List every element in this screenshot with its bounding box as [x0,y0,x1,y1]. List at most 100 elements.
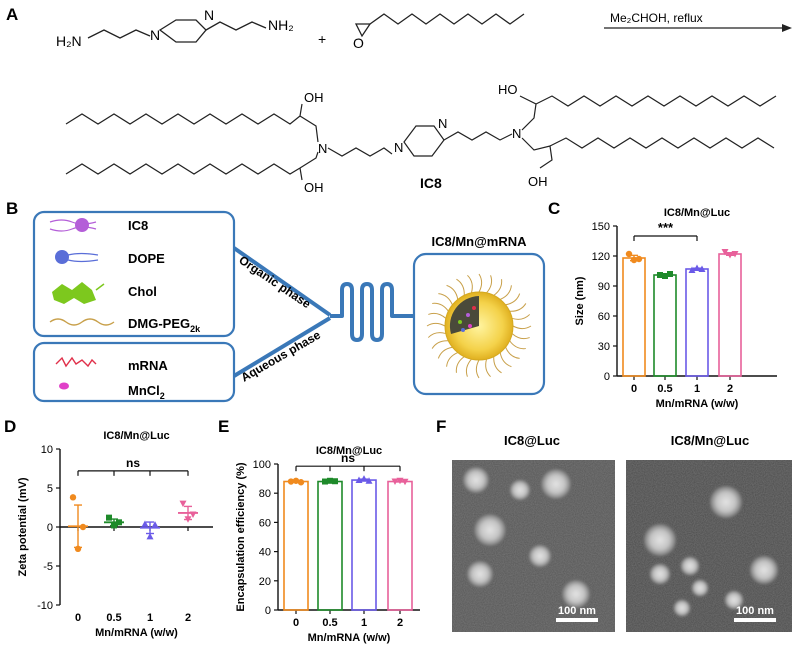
piperazine-n-left: N [150,27,160,43]
product-box [412,252,546,396]
significance-bracket: ns [77,456,189,476]
data-point [141,520,149,527]
significance-bracket: ns [295,451,401,472]
data-point [106,514,112,521]
product-n-pip-left: N [394,140,403,155]
tem-right-title: IC8/Mn@Luc [671,433,749,448]
reactant-amine [87,19,267,43]
x-tick-label: 1 [694,383,700,395]
peg-spike [456,278,465,296]
y-tick-label: 120 [592,251,610,263]
data-point [151,521,159,528]
chart-title: IC8/Mn@Luc [664,207,730,219]
reactant-epoxide [354,13,525,38]
data-point [79,523,87,531]
data-point [667,271,673,277]
organic-phase-label: Organic phase [236,253,313,311]
panel-label-f: F [436,417,446,436]
chart-title: IC8/Mn@Luc [103,430,169,442]
peg-spike [455,356,465,373]
bar [653,274,677,377]
panel-label-e: E [218,417,229,436]
data-point [662,273,668,279]
chol-icon [52,282,105,304]
scale-label-right: 100 nm [736,605,774,617]
x-tick-label: 1 [361,617,367,629]
component-label-dmg-peg: DMG-PEG2k [128,316,201,334]
aqueous-label-mncl2: MnCl2 [128,383,165,401]
x-axis-label: Mn/mRNA (w/w) [308,632,391,644]
reaction-conditions: Me₂CHOH, reflux [610,11,703,25]
peg-spike [426,322,446,327]
tem-left-title: IC8@Luc [504,433,560,448]
y-tick-label: 90 [598,281,610,293]
amine-right-label: NH₂ [268,17,294,33]
product-n-right: N [512,126,521,141]
panel-label-b: B [6,199,18,218]
data-point [292,477,300,484]
data-point [391,478,399,486]
y-axis-label: Zeta potential (mV) [17,477,29,576]
peg-spike [431,340,449,349]
lipid-box [32,210,236,338]
data-point [657,272,663,278]
x-axis-label: Mn/mRNA (w/w) [656,398,739,410]
data-point [401,478,409,486]
peg-spike [465,358,472,377]
dmg-peg-icon [49,318,115,326]
component-label-chol: Chol [128,284,157,299]
x-tick-label: 0.5 [322,617,337,629]
data-point [731,251,739,258]
y-tick-label: 0 [47,522,53,534]
epoxide-o-label: O [353,35,364,51]
data-point [721,249,729,256]
plus-sign: + [318,31,326,47]
data-point [688,266,696,273]
peg-spike [467,274,473,293]
ic8-icon [49,218,97,232]
scale-bar-right [734,618,776,622]
peg-spike [437,346,453,359]
reaction-arrowhead [782,24,792,32]
y-tick-label: 40 [259,547,271,559]
chart-title: IC8/Mn@Luc [316,445,382,457]
y-tick-label: 150 [592,221,610,233]
scale-bar-left [556,618,598,622]
bar [351,479,377,611]
data-point [287,478,295,485]
peg-spike [511,333,530,340]
aqueous-channel [232,316,332,378]
bar [283,480,309,611]
oh-label-1: OH [304,90,324,105]
bar [622,257,646,377]
peg-spike [509,340,526,350]
mrna-icon [55,356,97,368]
panel-label-d: D [4,417,16,436]
x-tick-label: 0 [631,383,637,395]
y-tick-label: 80 [259,488,271,500]
y-tick-label: 0 [604,371,610,383]
peg-spike [432,302,449,312]
x-tick-label: 0.5 [657,383,672,395]
product-n-left: N [318,141,327,156]
x-tick-label: 2 [185,612,191,624]
peg-spike [499,352,512,368]
peg-spike [485,359,491,378]
peg-spike [438,293,453,305]
y-tick-label: 10 [41,444,53,456]
peg-spike [512,325,532,330]
data-point [69,494,77,501]
panel-label-c: C [548,199,560,218]
panel-b: B IC8 DOPE Chol DMG-PEG2k mRNA M [6,199,546,403]
significance-bracket: *** [633,220,698,241]
oh-label-3: OH [528,174,548,189]
organic-channel [232,246,332,317]
significance-label: *** [658,220,674,235]
oh-label-2: OH [304,180,324,195]
ho-label: HO [498,82,518,97]
microfluidic-mixer [330,282,414,342]
data-point [693,264,701,271]
panel-a: A H₂N N N NH₂ + O Me₂CHOH, reflux [6,5,792,195]
